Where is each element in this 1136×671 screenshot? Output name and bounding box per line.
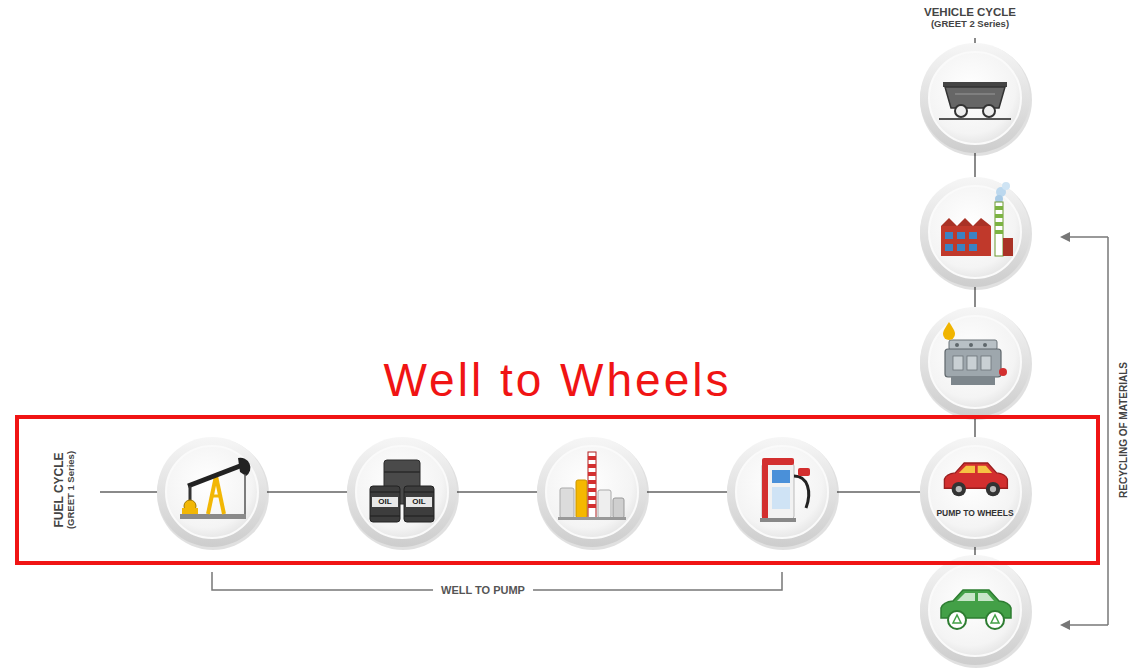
- well-to-wheels-box: Well to WheelsFUEL CYCLE (GREET 1 Series…: [15, 415, 1100, 565]
- fuel-cycle-label: FUEL CYCLE (GREET 1 Series): [53, 440, 77, 540]
- gas-pump-icon: [727, 437, 839, 550]
- factory-icon: [920, 177, 1032, 290]
- oil-barrels-node: OIL OIL: [347, 437, 457, 547]
- pump-to-wheels-label: PUMP TO WHEELS: [928, 508, 1022, 519]
- refinery-icon: [537, 437, 649, 550]
- mine-cart-icon: [920, 43, 1032, 156]
- engine-icon: [920, 307, 1032, 420]
- vehicle-cycle-label: VEHICLE CYCLE (GREET 2 Series): [905, 6, 1035, 30]
- barrel-label: OIL: [406, 497, 432, 507]
- car-node: PUMP TO WHEELS: [920, 437, 1030, 547]
- oil-barrels-circle: [347, 437, 457, 547]
- pump-jack-icon: [157, 437, 269, 550]
- red-car-circle: [920, 437, 1030, 547]
- well-to-wheels-heading: Well to Wheels: [19, 357, 1096, 403]
- recycling-label: RECYCLING OF MATERIALS: [1118, 330, 1130, 530]
- well-to-pump-label: WELL TO PUMP: [433, 583, 533, 597]
- arrow-head: [1060, 232, 1070, 242]
- recycled-car-icon: [920, 555, 1032, 668]
- recycling-bracket: [1068, 237, 1108, 625]
- barrel-label: OIL: [372, 497, 398, 507]
- arrow-head: [1060, 620, 1070, 630]
